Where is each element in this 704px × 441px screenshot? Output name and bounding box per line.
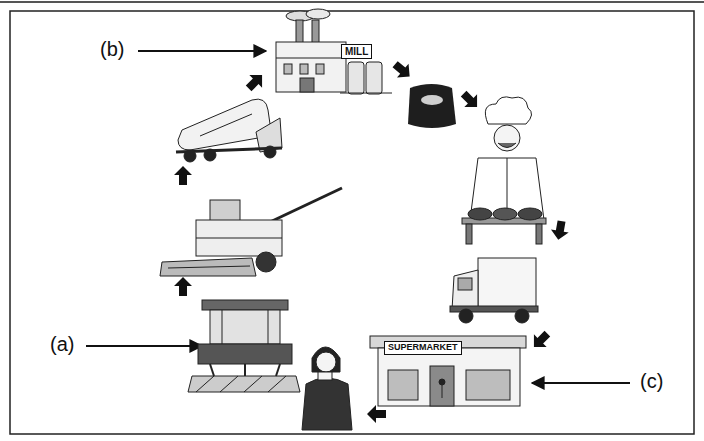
cycle-arrow <box>367 405 386 423</box>
cycle-arrow <box>174 277 192 296</box>
callout-letter: (c) <box>640 370 663 392</box>
supermarket-building <box>370 336 526 406</box>
cycle-arrow <box>174 166 192 185</box>
flour-bag <box>408 84 456 128</box>
delivery-truck <box>450 258 538 323</box>
cycle-arrow <box>389 57 415 83</box>
scan-line <box>0 1 704 3</box>
callout-letter: (b) <box>100 38 124 60</box>
cycle-arrow <box>549 220 570 242</box>
combine-harvester <box>160 188 342 276</box>
tractor <box>188 300 300 392</box>
frame <box>10 11 694 434</box>
pointer-line <box>86 345 202 347</box>
baker <box>462 97 546 244</box>
pointer-line <box>138 50 266 52</box>
pointer-line <box>532 382 630 384</box>
consumer <box>302 347 352 430</box>
mill-sign: MILL <box>341 44 372 59</box>
tanker-truck <box>176 99 282 162</box>
cycle-arrow <box>528 327 554 353</box>
cycle-arrow <box>242 69 268 95</box>
callout-letter: (a) <box>50 333 74 355</box>
mill-picture <box>276 9 392 94</box>
cycle-arrow <box>457 87 483 113</box>
shop-sign: SUPERMARKET <box>384 341 462 355</box>
